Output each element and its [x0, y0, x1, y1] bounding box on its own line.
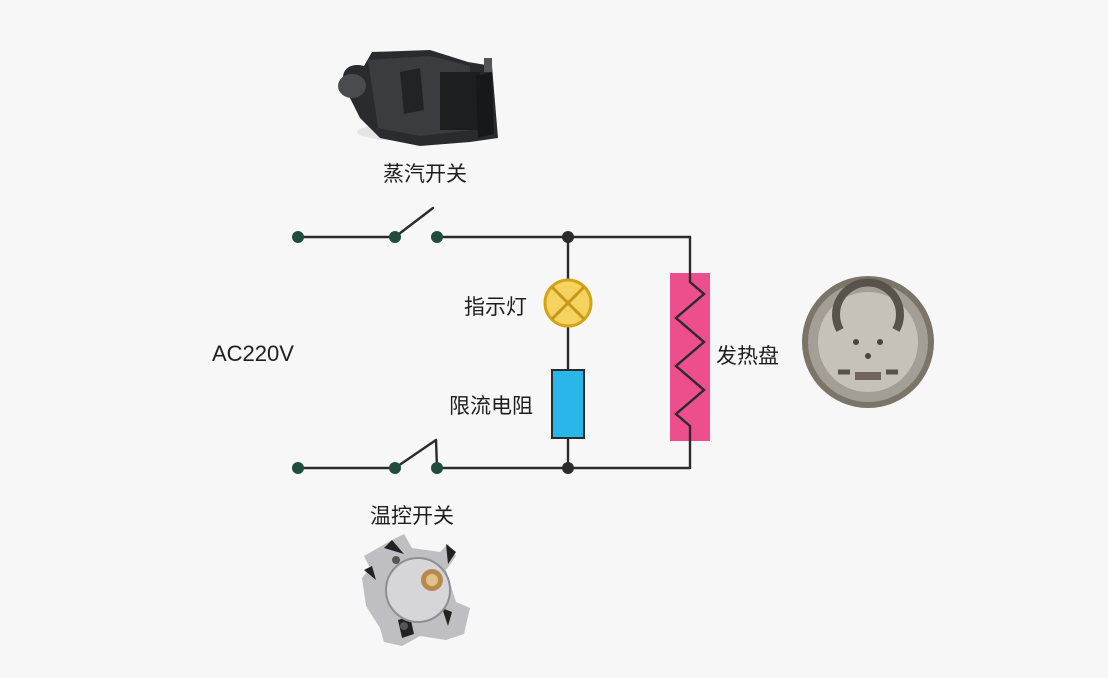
heater-symbol	[670, 273, 710, 441]
thermostat-contact	[431, 462, 443, 474]
heating-plate-photo	[802, 276, 934, 408]
heating-plate-label: 发热盘	[716, 344, 779, 368]
thermostat-photo	[362, 534, 470, 646]
thermostat-pivot	[389, 462, 401, 474]
steam-switch-pivot	[389, 231, 401, 243]
steam-switch-contact	[431, 231, 443, 243]
terminal-top-left	[292, 231, 304, 243]
resistor-label: 限流电阻	[449, 394, 533, 418]
steam-switch-label: 蒸汽开关	[383, 162, 467, 186]
thermostat-switch-label: 温控开关	[370, 504, 454, 528]
indicator-lamp-symbol	[543, 278, 593, 328]
indicator-lamp-label: 指示灯	[464, 295, 527, 319]
power-source-label: AC220V	[212, 341, 294, 366]
terminal-bottom-left	[292, 462, 304, 474]
terminals	[292, 231, 574, 474]
junction-top	[562, 231, 574, 243]
resistor-symbol	[551, 369, 585, 439]
steam-switch-photo	[338, 50, 498, 146]
wires	[296, 206, 692, 470]
junction-bottom	[562, 462, 574, 474]
